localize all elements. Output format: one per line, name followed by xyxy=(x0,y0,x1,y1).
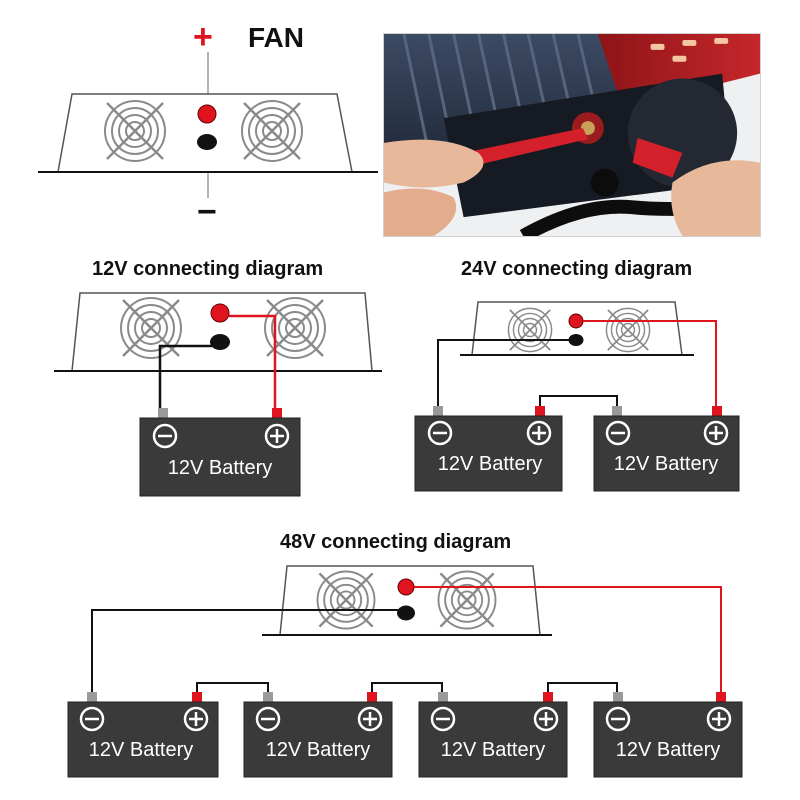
wire-series-link-2 xyxy=(371,682,443,692)
battery-label: 12V Battery xyxy=(438,453,543,475)
diagram-24v: 12V Battery 12V Battery xyxy=(414,301,740,492)
product-photo-illustration xyxy=(384,34,760,236)
wire-series-link-1 xyxy=(196,682,269,692)
wire-positive xyxy=(583,320,717,406)
wire-series-link xyxy=(539,395,618,406)
legend-inverter xyxy=(38,52,378,198)
wire-negative xyxy=(437,339,569,406)
battery-48v-1: 12V Battery xyxy=(67,692,219,778)
title-48v-diagram: 48V connecting diagram xyxy=(280,531,512,553)
battery-label: 12V Battery xyxy=(266,739,371,761)
wire-positive xyxy=(229,314,277,408)
legend-negative-terminal xyxy=(197,134,217,150)
wire-positive xyxy=(414,586,722,692)
title-12v-diagram: 12V connecting diagram xyxy=(92,258,324,280)
diagram-48v: 12V Battery 12V Battery 12V Battery xyxy=(67,565,743,778)
battery-48v-2: 12V Battery xyxy=(243,692,393,778)
battery-48v-3: 12V Battery xyxy=(418,692,568,778)
wire-negative xyxy=(158,344,212,408)
fan-label: FAN xyxy=(248,22,304,53)
legend-positive-terminal xyxy=(197,104,217,124)
battery-label: 12V Battery xyxy=(89,739,194,761)
inverter-48v xyxy=(279,565,541,636)
diagram-12v: 12V Battery xyxy=(54,292,382,497)
battery-label: 12V Battery xyxy=(614,453,719,475)
negative-symbol: − xyxy=(197,193,217,231)
battery-24v-2: 12V Battery xyxy=(593,406,740,492)
positive-symbol: + xyxy=(193,18,213,56)
battery-12v-diagram: 12V Battery xyxy=(139,408,301,497)
product-photo xyxy=(383,33,761,237)
battery-label: 12V Battery xyxy=(168,457,273,479)
wire-negative xyxy=(91,609,398,692)
wire-series-link-3 xyxy=(547,682,618,692)
battery-label: 12V Battery xyxy=(441,739,546,761)
title-24v-diagram: 24V connecting diagram xyxy=(461,258,693,280)
inverter-24v xyxy=(471,301,683,356)
battery-label: 12V Battery xyxy=(616,739,721,761)
battery-48v-4: 12V Battery xyxy=(593,692,743,778)
battery-24v-1: 12V Battery xyxy=(414,406,563,492)
